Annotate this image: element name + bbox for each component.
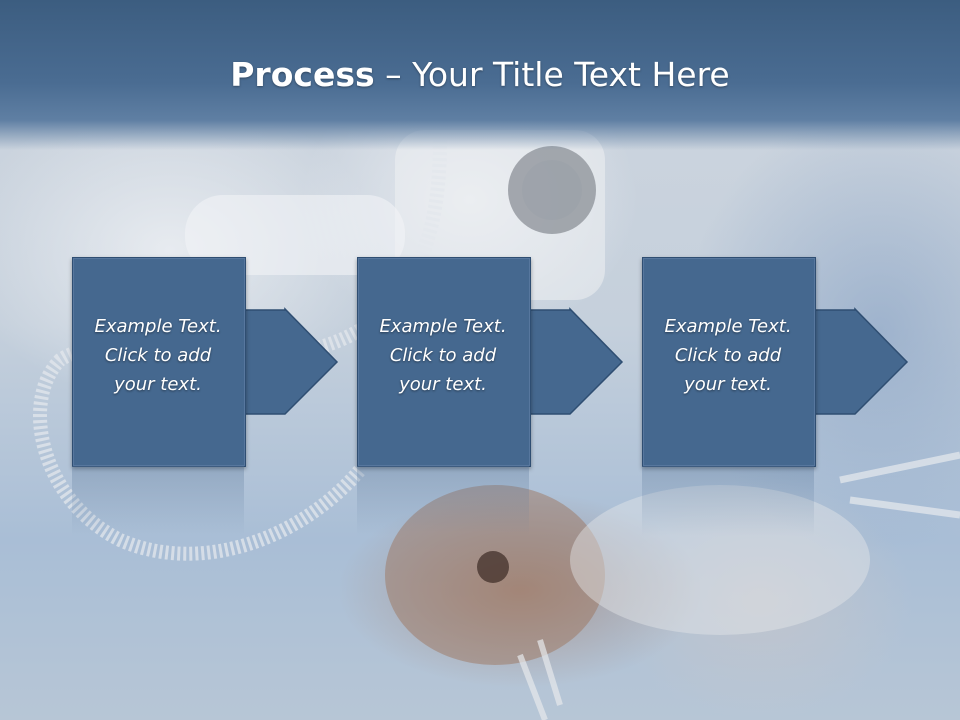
step-box (72, 257, 246, 467)
process-step-3[interactable]: Example Text. Click to add your text. (642, 257, 912, 467)
step-2-reflection (357, 466, 529, 536)
title-rest: – Your Title Text Here (374, 55, 730, 94)
step-1-reflection (72, 466, 244, 536)
step-text[interactable]: Example Text. Click to add your text. (94, 316, 222, 395)
step-box (357, 257, 531, 467)
step-text[interactable]: Example Text. Click to add your text. (664, 316, 792, 395)
title-bar (0, 0, 960, 150)
process-step-2[interactable]: Example Text. Click to add your text. (357, 257, 627, 467)
process-step-1[interactable]: Example Text. Click to add your text. (72, 257, 342, 467)
slide-title[interactable]: Process – Your Title Text Here (0, 52, 960, 98)
title-bold: Process (230, 55, 375, 94)
step-text[interactable]: Example Text. Click to add your text. (379, 316, 507, 395)
step-box (642, 257, 816, 467)
step-3-reflection (642, 466, 814, 536)
